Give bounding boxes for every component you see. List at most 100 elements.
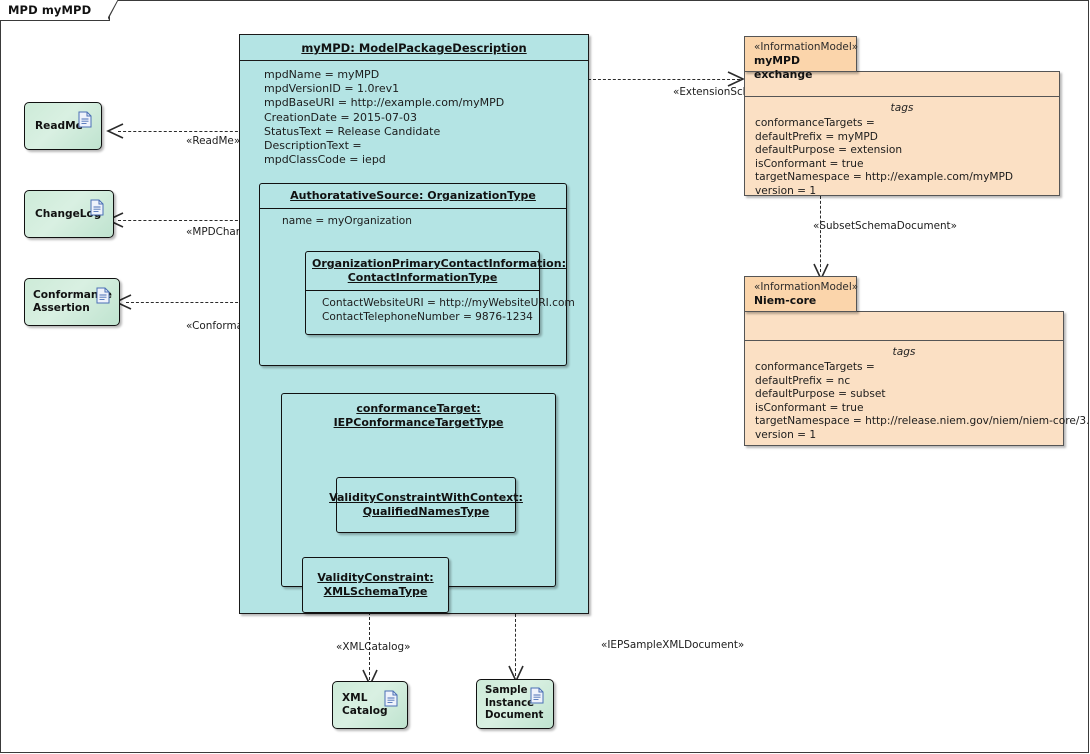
diagram-title-tab: MPD myMPD — [0, 0, 120, 21]
diagram-title: MPD myMPD — [8, 3, 92, 17]
artifact-line: Assertion — [33, 302, 90, 314]
artifact-xml-catalog-label: XML Catalog — [333, 692, 407, 718]
artifact-changelog-label: ChangeLog — [25, 208, 113, 221]
class-title-line1: ValidityConstraint: — [317, 571, 434, 584]
connector-changelog — [118, 220, 243, 221]
package-attr: DescriptionText = — [264, 139, 362, 153]
document-icon — [78, 111, 92, 132]
artifact-conformance-label: Conformance Assertion — [25, 289, 119, 315]
connector-xml-catalog — [369, 572, 370, 680]
artifact-sample-instance-document[interactable]: Sample Instance Document — [476, 679, 554, 729]
artifact-line: Document — [485, 710, 544, 722]
im-tag: conformanceTargets = — [755, 361, 875, 373]
package-attr: mpdVersionID = 1.0rev1 — [264, 82, 400, 96]
class-contact-information-attrs: ContactWebsiteURI = http://myWebsiteURI.… — [306, 291, 575, 324]
class-title-line2: ContactInformationType — [347, 271, 498, 284]
class-contact-information[interactable]: OrganizationPrimaryContactInformation: C… — [305, 251, 575, 335]
class-vcwc-title: ValidityConstraintWithContext: Qualified… — [329, 478, 523, 532]
im-body-niem-core: tags conformanceTargets = defaultPrefix … — [744, 311, 1090, 446]
im-tag: version = 1 — [755, 184, 817, 197]
artifact-line: Sample — [485, 685, 528, 697]
document-icon — [96, 287, 110, 308]
artifact-xml-catalog[interactable]: XML Catalog — [332, 681, 408, 729]
im-empty-compartment — [745, 312, 1063, 341]
artifact-line: Catalog — [342, 705, 388, 717]
class-validity-constraint[interactable]: ValidityConstraint: XMLSchemaType — [302, 557, 449, 613]
im-body-mympd-exchange: tags conformanceTargets = defaultPrefix … — [744, 71, 1060, 197]
class-attr: ContactTelephoneNumber = 9876-1234 — [322, 311, 533, 323]
document-icon — [90, 199, 104, 220]
connector-label-subset-schema: «SubsetSchemaDocument» — [813, 220, 957, 232]
package-attr: mpdBaseURI = http://example.com/myMPD — [264, 96, 505, 110]
im-name: myMPD exchange — [754, 54, 813, 81]
package-attr: mpdClassCode = iepd — [264, 153, 386, 167]
im-stereotype: «InformationModel» — [754, 41, 859, 53]
class-title-line2: XMLSchemaType — [323, 585, 428, 598]
package-title: myMPD: ModelPackageDescription — [240, 35, 588, 61]
im-tag: defaultPurpose = extension — [755, 144, 903, 157]
im-tag: defaultPrefix = myMPD — [755, 130, 878, 143]
connector-subset-schema — [820, 196, 821, 272]
artifact-line: XML — [342, 692, 368, 704]
artifact-line: Conformance — [33, 289, 112, 301]
package-mympd[interactable]: myMPD: ModelPackageDescription mpdName =… — [239, 34, 589, 614]
im-tag: defaultPurpose = subset — [755, 388, 886, 401]
class-title-text: AuthoratativeSource: OrganizationType — [290, 189, 536, 202]
artifact-changelog[interactable]: ChangeLog — [24, 190, 114, 238]
im-tag: conformanceTargets = — [755, 117, 875, 129]
document-icon — [384, 690, 398, 711]
connector-label-xml-catalog: «XMLCatalog» — [336, 641, 411, 653]
im-tag: targetNamespace = http://release.niem.go… — [755, 415, 1090, 428]
connector-label-readme: «ReadMe» — [186, 135, 241, 147]
artifact-line: ReadMe — [35, 119, 83, 132]
im-tab-mympd-exchange: «InformationModel» myMPD exchange — [744, 36, 859, 81]
class-vc-title: ValidityConstraint: XMLSchemaType — [303, 558, 448, 612]
im-empty-compartment — [745, 72, 1059, 97]
artifact-readme[interactable]: ReadMe — [24, 102, 102, 150]
im-tag: isConformant = true — [755, 401, 864, 414]
class-attr: ContactWebsiteURI = http://myWebsiteURI.… — [322, 297, 575, 309]
im-tags-label: tags — [892, 346, 916, 358]
im-tag: defaultPrefix = nc — [755, 374, 851, 387]
im-tag: targetNamespace = http://example.com/myM… — [755, 171, 1014, 184]
class-title-line1: ValidityConstraintWithContext: — [329, 491, 523, 504]
class-conformance-target[interactable]: conformanceTarget: IEPConformanceTargetT… — [281, 393, 556, 613]
im-stereotype: «InformationModel» — [754, 281, 859, 293]
im-tag: isConformant = true — [755, 157, 864, 170]
artifact-sample-instance-label: Sample Instance Document — [477, 685, 553, 723]
class-contact-information-title: OrganizationPrimaryContactInformation: C… — [306, 252, 566, 290]
divider — [306, 290, 539, 291]
connector-iep-sample — [515, 560, 516, 676]
im-tab-niem-core: «InformationModel» Niem-core — [744, 276, 859, 312]
arrowhead-readme — [104, 119, 124, 143]
artifact-conformance-assertion[interactable]: Conformance Assertion — [24, 278, 120, 326]
artifact-readme-label: ReadMe — [25, 120, 101, 133]
package-attr: StatusText = Release Candidate — [264, 124, 441, 138]
package-attr: CreationDate = 2015-07-03 — [264, 110, 417, 124]
im-tags-label: tags — [890, 102, 914, 114]
class-title-text: conformanceTarget: IEPConformanceTargetT… — [333, 402, 504, 429]
artifact-line: ChangeLog — [35, 207, 102, 220]
artifact-line: Instance — [485, 697, 535, 709]
class-title-line1: OrganizationPrimaryContactInformation: — [312, 257, 566, 270]
class-conformance-target-title: conformanceTarget: IEPConformanceTargetT… — [282, 394, 555, 435]
connector-extension-schema — [588, 79, 740, 80]
information-model-mympd-exchange[interactable]: «InformationModel» myMPD exchange tags c… — [744, 36, 1060, 197]
class-validity-constraint-with-context[interactable]: ValidityConstraintWithContext: Qualified… — [329, 477, 523, 533]
class-authoratative-source-title: AuthoratativeSource: OrganizationType — [260, 184, 566, 208]
connector-readme — [118, 131, 243, 132]
class-authoratative-source-attrs: name = myOrganization — [260, 209, 566, 228]
document-icon — [530, 687, 544, 708]
connector-label-iep-sample: «IEPSampleXMLDocument» — [601, 639, 745, 651]
class-title-line2: QualifiedNamesType — [362, 505, 490, 518]
package-attributes: mpdName = myMPD mpdVersionID = 1.0rev1 m… — [240, 61, 588, 167]
class-attr: name = myOrganization — [282, 215, 412, 227]
im-name: Niem-core — [754, 294, 817, 307]
divider — [260, 208, 566, 209]
connector-conformance — [126, 302, 243, 303]
information-model-niem-core[interactable]: «InformationModel» Niem-core tags confor… — [744, 276, 1090, 446]
im-tag: version = 1 — [755, 428, 817, 441]
class-authoratative-source[interactable]: AuthoratativeSource: OrganizationType na… — [259, 183, 575, 366]
